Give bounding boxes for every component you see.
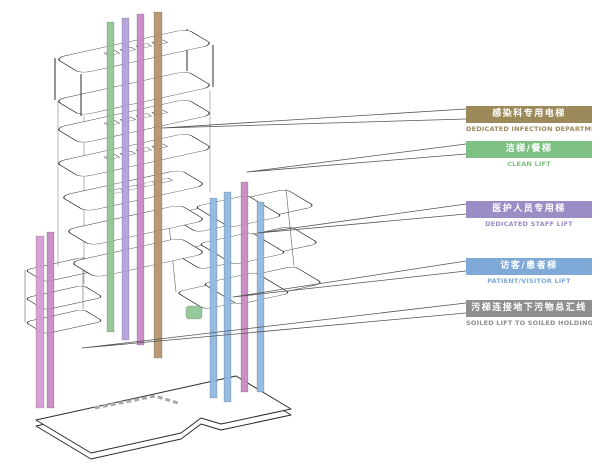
label-staff-lift-zh: 医护人员专用梯 bbox=[466, 201, 592, 218]
shaft-visitor-lift-c bbox=[240, 181, 249, 393]
label-staff-lift: 医护人员专用梯 DEDICATED STAFF LIFT bbox=[466, 201, 592, 228]
label-soiled-lift: 污梯连接地下污物总汇线 SOILED LIFT TO SOILED HOLDIN… bbox=[466, 300, 592, 327]
underground-route-dashed bbox=[94, 394, 179, 410]
leader-line-soiled bbox=[81, 302, 467, 349]
shaft-staff-lift-b bbox=[136, 13, 145, 346]
shaft-staff-lift-a bbox=[121, 17, 130, 341]
leader-line-staff bbox=[257, 203, 467, 234]
leader-line-infection bbox=[161, 108, 467, 129]
leader-lines bbox=[81, 108, 467, 349]
shaft-soiled-lift-a bbox=[35, 235, 45, 409]
label-clean-lift-en: CLEAN LIFT bbox=[507, 160, 551, 168]
label-staff-lift-en: DEDICATED STAFF LIFT bbox=[485, 220, 573, 228]
label-visitor-lift-en: PATIENT/VISITOR LIFT bbox=[487, 277, 571, 285]
label-infection-lift-zh: 感染科专用电梯 bbox=[466, 106, 592, 123]
shaft-visitor-lift-a bbox=[209, 197, 218, 399]
label-soiled-lift-en: SOILED LIFT TO SOILED HOLDING AREA bbox=[466, 319, 592, 327]
shaft-soiled-lift-b bbox=[46, 231, 55, 409]
lift-shafts bbox=[35, 11, 265, 409]
leader-line-clean bbox=[246, 143, 467, 173]
label-visitor-lift-zh: 访客/患者梯 bbox=[466, 258, 592, 275]
label-clean-lift-zh: 洁梯/餐梯 bbox=[466, 141, 592, 158]
ground-plate bbox=[35, 375, 292, 460]
label-clean-lift: 洁梯/餐梯 CLEAN LIFT bbox=[466, 141, 592, 168]
label-infection-lift-en: DEDICATED INFECTION DEPARTMENT LIFT bbox=[466, 125, 592, 133]
tower-plates bbox=[57, 90, 211, 284]
clean-lift-lower-block bbox=[185, 305, 203, 320]
label-infection-lift: 感染科专用电梯 DEDICATED INFECTION DEPARTMENT L… bbox=[466, 106, 592, 133]
shaft-clean-lift bbox=[106, 21, 115, 333]
label-visitor-lift: 访客/患者梯 PATIENT/VISITOR LIFT bbox=[466, 258, 592, 285]
shaft-visitor-lift-b bbox=[223, 191, 232, 403]
shaft-infection-lift bbox=[153, 11, 163, 359]
shaft-visitor-lift-d bbox=[256, 201, 265, 393]
leader-line-visitor bbox=[232, 260, 467, 298]
label-soiled-lift-zh: 污梯连接地下污物总汇线 bbox=[466, 300, 592, 317]
